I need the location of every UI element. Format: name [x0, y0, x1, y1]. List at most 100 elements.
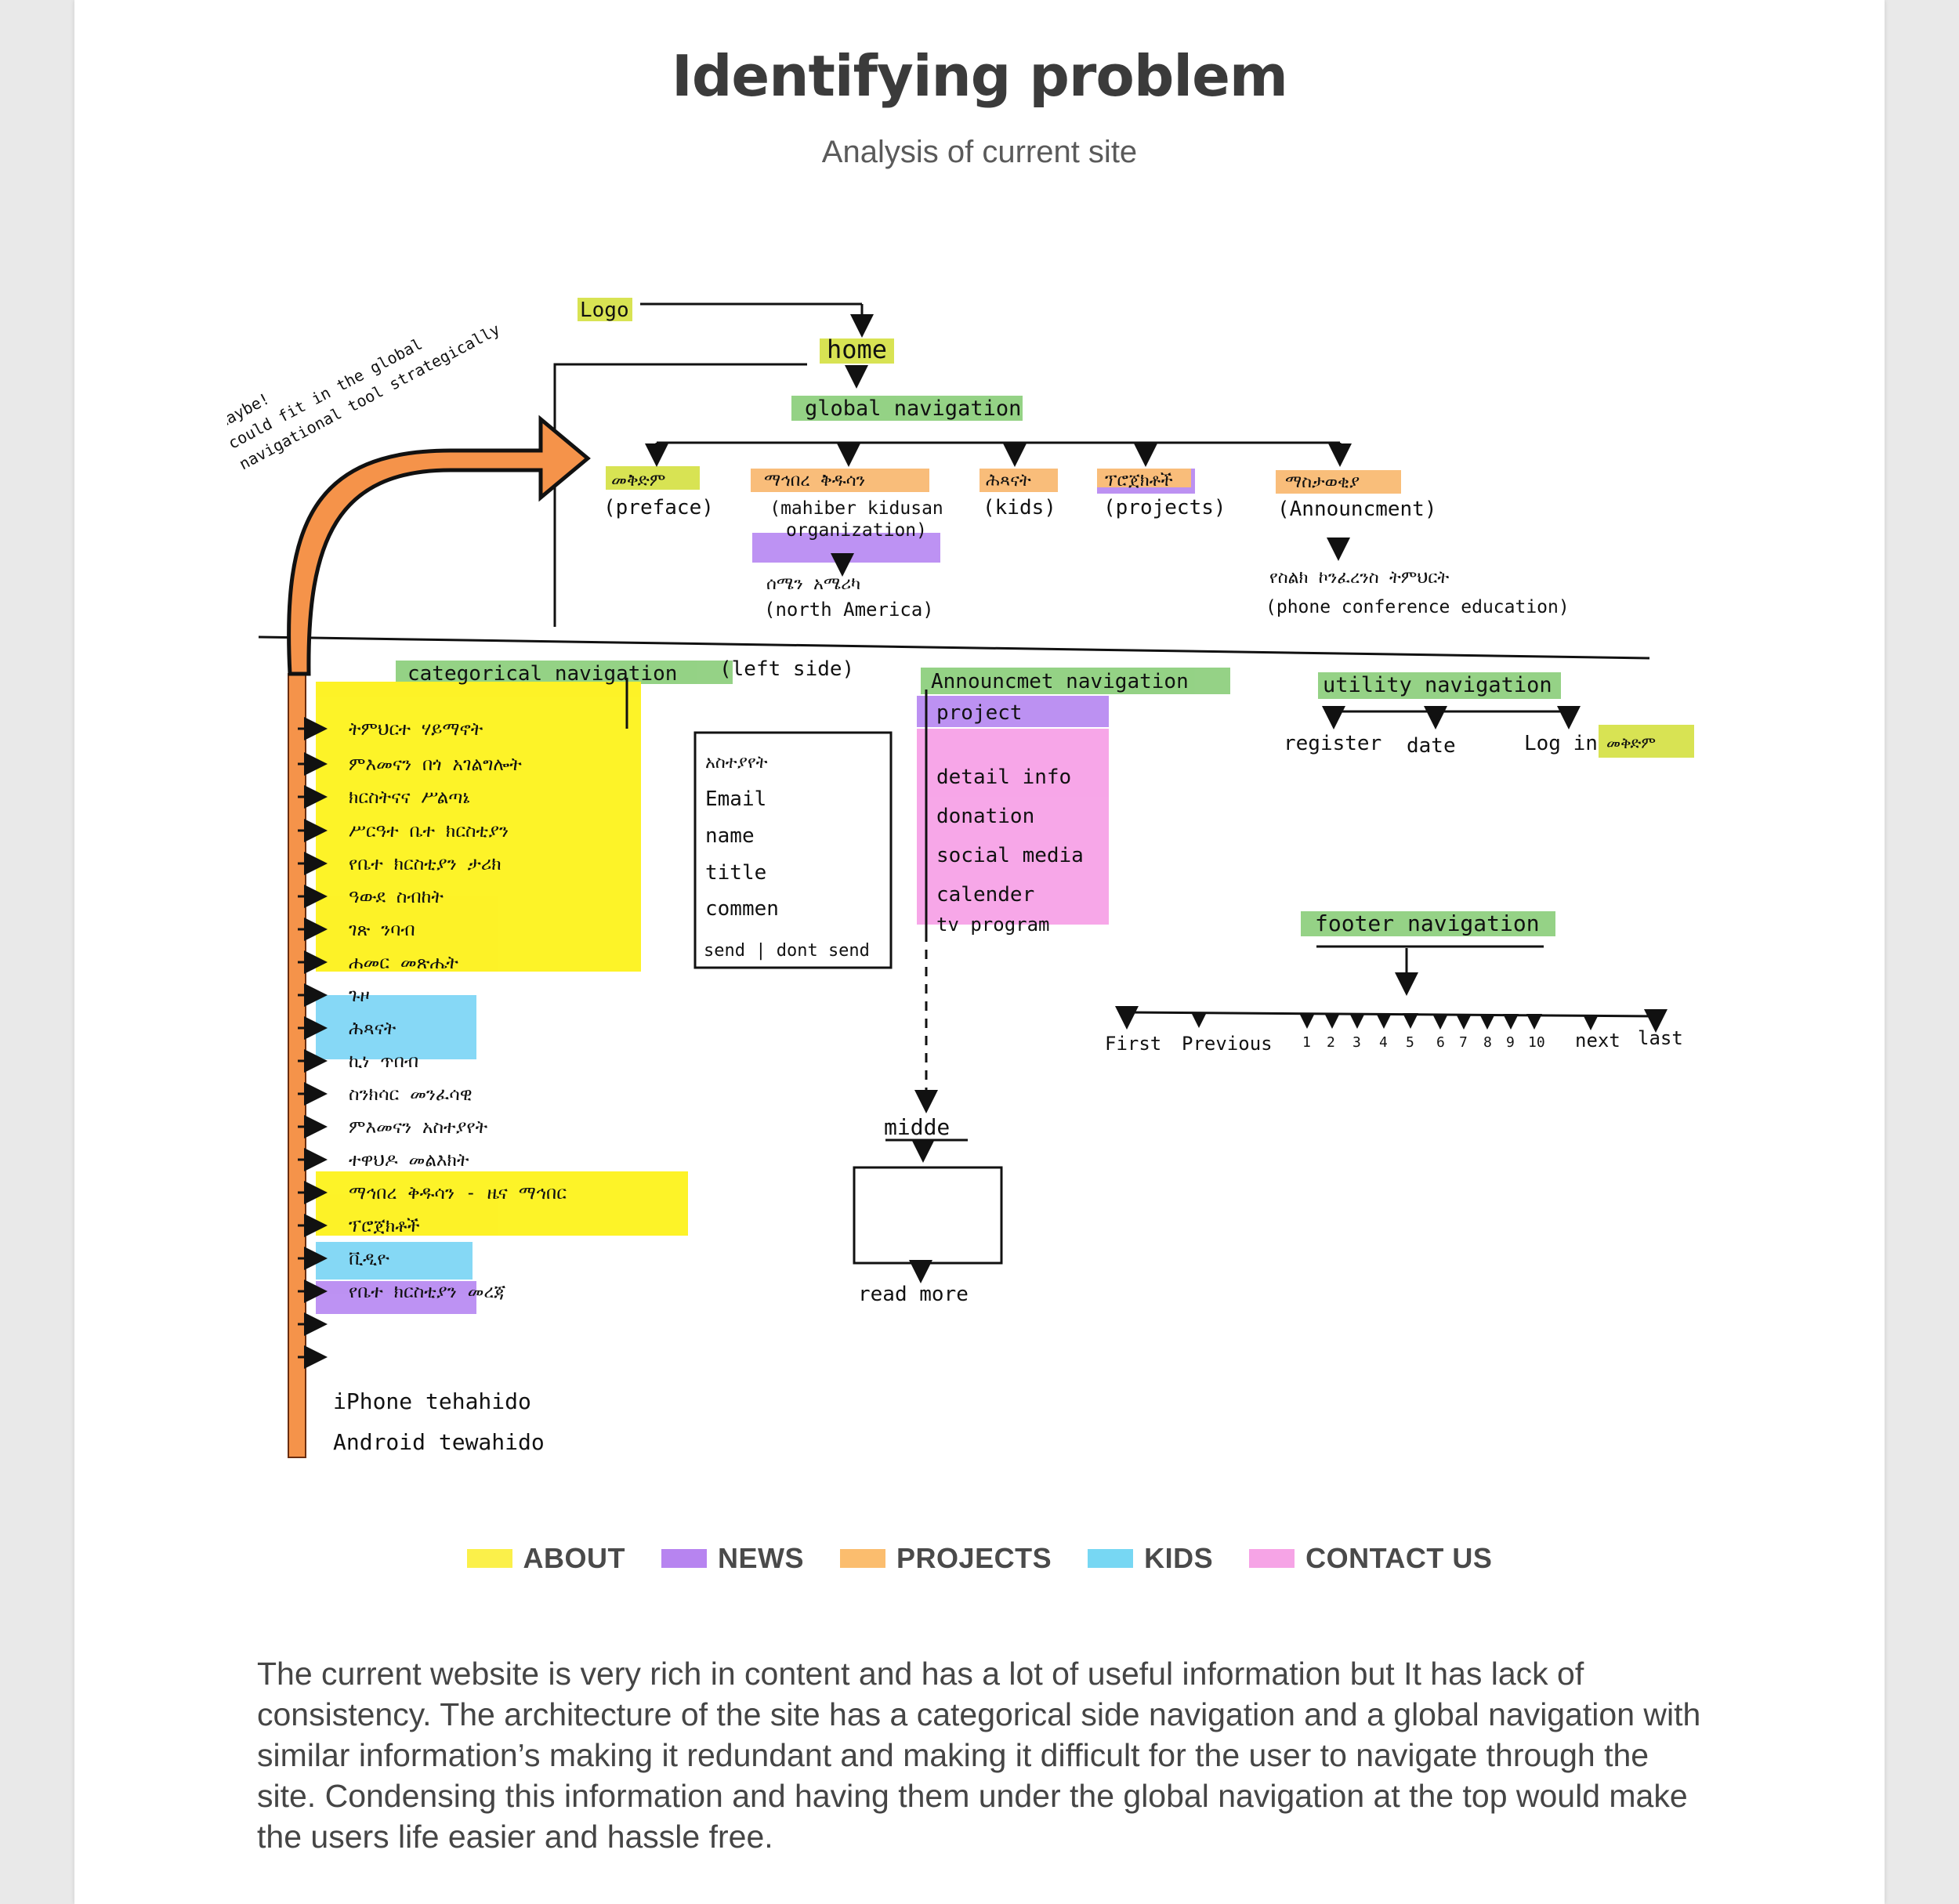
footer-item: last [1638, 1027, 1683, 1049]
announce-nav-label: Announcmet navigation [931, 670, 1189, 693]
mahiber-sub-amharic: ሰሜን አሜሪካ [766, 574, 860, 594]
categorical-ticks [298, 717, 328, 1369]
legend-swatch [661, 1549, 708, 1568]
categorical-item: ማኅበረ ቅዱሳን - ዜና ማኅበር [349, 1183, 567, 1204]
utility-item: register [1284, 732, 1381, 755]
utility-item: date [1407, 734, 1456, 758]
categorical-item: ትምህርተ ሃይማኖት [349, 719, 483, 740]
announce-item: detail info [936, 766, 1071, 789]
footer-item: 4 [1379, 1034, 1388, 1051]
sketch-canvas: Logo home global navigation maybe! could… [227, 298, 1694, 1458]
form-send-option: send | dont send [704, 941, 870, 961]
categorical-items: ትምህርተ ሃይማኖት ምእመናን በጎ አገልግሎት ክርስትናና ሥልጣኔ … [333, 719, 567, 1455]
legend-label: NEWS [718, 1542, 805, 1574]
footer-item: 10 [1528, 1034, 1545, 1051]
categorical-item: ፕሮጀክቶች [349, 1216, 420, 1236]
announce-item: tv program [936, 914, 1050, 936]
global-item-4-english: (projects) [1103, 496, 1226, 519]
global-item-2-amharic: ማኅበረ ቅዱሳን [764, 471, 865, 490]
legend-item-contact-us: CONTACT US [1249, 1542, 1492, 1575]
utility-item: መቅድም [1606, 733, 1656, 752]
form-field-email: Email [705, 787, 766, 811]
categorical-item: ጉዞ [349, 986, 370, 1006]
utility-nav: utility navigation register date Log in … [1284, 673, 1656, 758]
announce-item: calender [936, 883, 1034, 907]
legend-swatch [466, 1549, 512, 1568]
global-item-5-english: (Announcment) [1277, 498, 1437, 521]
connector-lines [258, 302, 1668, 1283]
categorical-item: የቤተ ክርስቲያን ታሪክ [349, 854, 502, 874]
utility-item: Log in [1524, 732, 1598, 755]
categorical-item: ስንክሳር መንፈሳዊ [349, 1084, 473, 1105]
categorical-item: ገጽ ንባብ [349, 920, 415, 940]
footer-item: 6 [1436, 1034, 1445, 1051]
description-paragraph: The current website is very rich in cont… [257, 1656, 1701, 1855]
footer-item: 1 [1302, 1034, 1311, 1051]
categorical-item: ዓውደ ስብከት [349, 887, 444, 907]
categorical-nav-label: categorical navigation [407, 662, 677, 686]
categorical-side-label: (left side) [719, 657, 854, 681]
footer-item: Previous [1182, 1033, 1273, 1055]
legend-swatch [840, 1549, 886, 1568]
categorical-item: iPhone tehahido [333, 1388, 531, 1414]
global-item-3-amharic: ሕጻናት [986, 471, 1031, 490]
global-item-1-english: (preface) [603, 496, 714, 519]
footer-item: 5 [1406, 1034, 1414, 1051]
legend-swatch [1088, 1549, 1134, 1568]
categorical-item: Android tewahido [333, 1429, 545, 1455]
utility-nav-label: utility navigation [1323, 673, 1552, 697]
form-field-title: title [705, 861, 766, 885]
legend-swatch [1249, 1549, 1295, 1568]
page-title: Identifying problem [672, 43, 1288, 109]
categorical-item: ኪነ ጥበብ [349, 1052, 418, 1072]
announcement-nav: Announcmet navigation project detail inf… [858, 670, 1189, 1306]
footer-item: 8 [1483, 1034, 1492, 1051]
footer-item: First [1105, 1033, 1161, 1055]
orange-arrow [287, 414, 591, 1458]
footer-nav: footer navigation First Previous 1 2 3 4… [1105, 910, 1683, 1055]
site-architecture-sketch: Logo home global navigation maybe! could… [227, 266, 1716, 1489]
footer-item: next [1575, 1030, 1620, 1052]
announce-item: donation [936, 805, 1034, 828]
global-item-1-amharic: መቅድም [611, 471, 665, 490]
middle-label: midde [884, 1114, 950, 1140]
categorical-item: ሐመር መጽሔት [349, 953, 458, 973]
form-field-name: name [705, 824, 755, 848]
footer-nav-label: footer navigation [1315, 910, 1540, 936]
legend-label: CONTACT US [1305, 1542, 1493, 1574]
highlight-blocks [316, 298, 1694, 1314]
announce-sub-amharic: የስልክ ኮንፈረንስ ትምህርት [1269, 568, 1449, 588]
legend-label: PROJECTS [896, 1542, 1052, 1574]
mahiber-sub-english: (north America) [764, 599, 934, 621]
legend-item-news: NEWS [661, 1542, 804, 1575]
categorical-item: ቪዲዮ [349, 1249, 389, 1269]
categorical-item: የቤተ ክርስቲያን መረጃ [349, 1282, 505, 1302]
read-more-label: read more [858, 1283, 969, 1306]
footer-item: 3 [1352, 1034, 1361, 1051]
footer-item: 9 [1506, 1034, 1515, 1051]
form-field-comment: commen [705, 897, 779, 921]
home-label: home [827, 335, 887, 364]
page-subtitle: Analysis of current site [821, 135, 1138, 169]
announce-item: project [936, 701, 1023, 725]
color-legend: ABOUT NEWS PROJECTS KIDS CONTACT US [0, 1542, 1959, 1575]
categorical-item: ምእመናን አስተያየት [349, 1117, 488, 1138]
global-item-4-amharic: ፕሮጀክቶች [1105, 471, 1173, 490]
announce-sub-english: (phone conference education) [1266, 597, 1570, 617]
categorical-item: ምእመናን በጎ አገልግሎት [349, 755, 522, 775]
categorical-item: ሥርዓተ ቤተ ክርስቲያን [349, 821, 509, 842]
categorical-item: ተዋህዶ መልእክት [349, 1150, 469, 1171]
announce-item: social media [936, 844, 1084, 867]
global-item-2-english: (mahiber kidusan organization) [769, 498, 943, 541]
categorical-item: ሕጻናት [349, 1019, 397, 1039]
global-item-3-english: (kids) [983, 496, 1056, 519]
legend-item-projects: PROJECTS [840, 1542, 1052, 1575]
form-field-comment-amharic: አስተያየት [705, 753, 768, 773]
footer-item: 2 [1327, 1034, 1335, 1051]
side-note: maybe! could fit in the global navigatio… [227, 320, 503, 473]
legend-label: ABOUT [523, 1542, 626, 1574]
contact-form-sketch: አስተያየት Email name title commen send | do… [704, 753, 870, 961]
categorical-item: ክርስትናና ሥልጣኔ [349, 787, 470, 808]
footer-item: 7 [1459, 1034, 1468, 1051]
legend-item-about: ABOUT [466, 1542, 626, 1575]
